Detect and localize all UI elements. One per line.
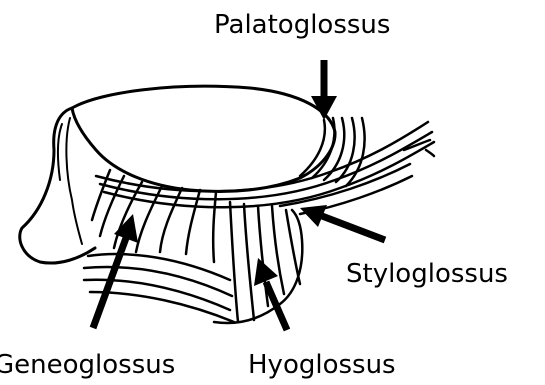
tongue-tip-fold [58, 124, 62, 180]
geneoglossus-arrow [93, 214, 138, 328]
hyoglossus-label: Hyoglossus [248, 352, 396, 378]
tongue-tip [20, 108, 95, 263]
styloglossus-arrow [300, 205, 385, 240]
palatoglossus-label: Palatoglossus [214, 12, 390, 38]
palatoglossus-arrow [311, 60, 337, 120]
arrows [93, 60, 385, 330]
tongue-tip-inner [66, 118, 82, 244]
tongue-dorsum-outline [72, 86, 335, 191]
hyoglossus-arrow [254, 258, 287, 330]
styloglossus-label: Styloglossus [346, 261, 508, 287]
geneoglossus-label: Geneoglossus [0, 352, 175, 378]
styloglossus-fibers [96, 122, 434, 214]
